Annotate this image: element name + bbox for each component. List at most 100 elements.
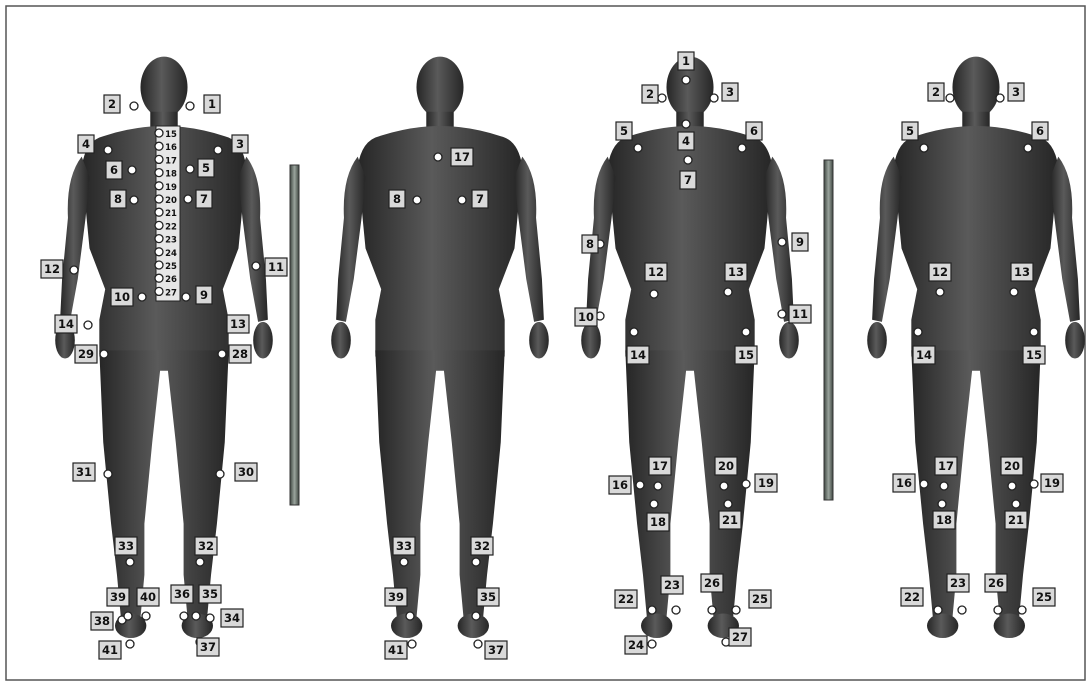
svg-text:25: 25 [752,592,768,606]
posterior-plain-label-37: 37 [485,641,507,659]
spine-label-19: 19 [165,183,177,193]
anterior-plain-label-12: 12 [929,263,951,281]
svg-text:18: 18 [650,515,666,529]
anterior-plain-marker-14 [914,328,922,336]
svg-text:41: 41 [102,643,118,657]
posterior-marker-marker-34 [206,614,214,622]
svg-text:22: 22 [904,590,920,604]
svg-text:22: 22 [618,592,634,606]
anterior-plain-marker-18 [938,500,946,508]
svg-text:31: 31 [76,465,92,479]
posterior-marker-marker-9 [182,293,190,301]
anterior-marker-label-4: 4 [678,132,694,150]
svg-text:33: 33 [396,539,412,553]
svg-text:1: 1 [682,54,690,68]
posterior-marker-marker-12 [70,266,78,274]
posterior-marker-label-2: 2 [104,95,120,113]
anterior-plain-label-18: 18 [933,511,955,529]
anterior-plain-marker-5 [920,144,928,152]
posterior-marker-label-4: 4 [78,135,94,153]
anterior-plain-label-13: 13 [1011,263,1033,281]
anterior-plain-marker-23 [958,606,966,614]
spine-marker-25 [155,261,163,269]
anterior-marker-label-14: 14 [627,346,649,364]
anterior-marker-label-24: 24 [625,636,647,654]
posterior-marker-marker-4 [104,146,112,154]
anterior-plain-label-19: 19 [1041,474,1063,492]
svg-text:38: 38 [94,614,110,628]
posterior-marker-label-37: 37 [197,638,219,656]
posterior-marker-marker-33 [126,558,134,566]
posterior-plain-marker-7 [458,196,466,204]
svg-text:37: 37 [200,640,216,654]
posterior-marker-label-12: 12 [41,260,63,278]
svg-text:17: 17 [454,150,470,164]
anterior-marker-label-11: 11 [789,305,811,323]
anterior-marker-label-3: 3 [722,83,738,101]
posterior-plain-label-7: 7 [472,190,488,208]
svg-text:39: 39 [388,590,404,604]
svg-text:12: 12 [44,262,60,276]
posterior-marker-marker-2 [130,102,138,110]
anterior-marker-label-16: 16 [609,476,631,494]
posterior-marker-marker-28 [218,350,226,358]
svg-text:14: 14 [630,348,646,362]
anterior-marker-label-27: 27 [729,628,751,646]
anterior-plain-label-14: 14 [913,346,935,364]
svg-text:14: 14 [58,317,74,331]
anterior-plain-label-5: 5 [902,122,918,140]
spine-marker-26 [155,274,163,282]
svg-text:9: 9 [200,288,208,302]
anterior-marker-marker-15 [742,328,750,336]
anterior-marker-label-10: 10 [575,308,597,326]
svg-text:11: 11 [792,307,808,321]
anterior-plain-marker-22 [934,606,942,614]
posterior-plain-label-39: 39 [385,588,407,606]
anterior-marker-label-2: 2 [642,85,658,103]
posterior-marker-marker-36 [180,612,188,620]
posterior-marker-marker-39 [124,612,132,620]
posterior-plain-label-32: 32 [471,537,493,555]
svg-text:9: 9 [796,235,804,249]
svg-text:2: 2 [108,97,116,111]
anterior-marker-label-20: 20 [715,457,737,475]
svg-text:4: 4 [682,134,690,148]
anterior-marker-marker-23 [672,606,680,614]
posterior-marker-marker-5 [186,165,194,173]
svg-text:36: 36 [174,587,190,601]
svg-text:16: 16 [896,476,912,490]
svg-text:24: 24 [628,638,644,652]
svg-text:13: 13 [230,317,246,331]
anterior-marker-label-1: 1 [678,52,694,70]
anterior-marker-label-7: 7 [680,171,696,189]
posterior-plain-marker-41 [408,640,416,648]
anterior-plain-label-15: 15 [1023,346,1045,364]
posterior-marker-marker-40 [142,612,150,620]
svg-text:2: 2 [646,87,654,101]
svg-text:40: 40 [140,590,156,604]
anterior-marker-label-9: 9 [792,233,808,251]
svg-text:32: 32 [474,539,490,553]
anterior-marker-label-23: 23 [661,576,683,594]
svg-text:14: 14 [916,348,932,362]
svg-text:8: 8 [114,192,122,206]
svg-text:17: 17 [652,459,668,473]
anterior-marker-marker-16 [636,481,644,489]
posterior-marker-label-39: 39 [107,588,129,606]
posterior-marker-marker-11 [252,262,260,270]
posterior-marker-marker-3 [214,146,222,154]
anterior-marker-marker-3 [710,94,718,102]
svg-text:25: 25 [1036,590,1052,604]
anterior-plain-marker-17 [940,482,948,490]
spine-marker-20 [155,195,163,203]
anterior-plain-marker-12 [936,288,944,296]
anterior-marker-label-5: 5 [616,122,632,140]
anterior-plain-label-25: 25 [1033,588,1055,606]
anterior-marker-marker-2 [658,94,666,102]
svg-text:26: 26 [988,576,1004,590]
posterior-plain-marker-32 [472,558,480,566]
posterior-plain-marker-33 [400,558,408,566]
svg-text:32: 32 [198,539,214,553]
scale-bar-left [290,165,299,505]
svg-text:10: 10 [578,310,594,324]
